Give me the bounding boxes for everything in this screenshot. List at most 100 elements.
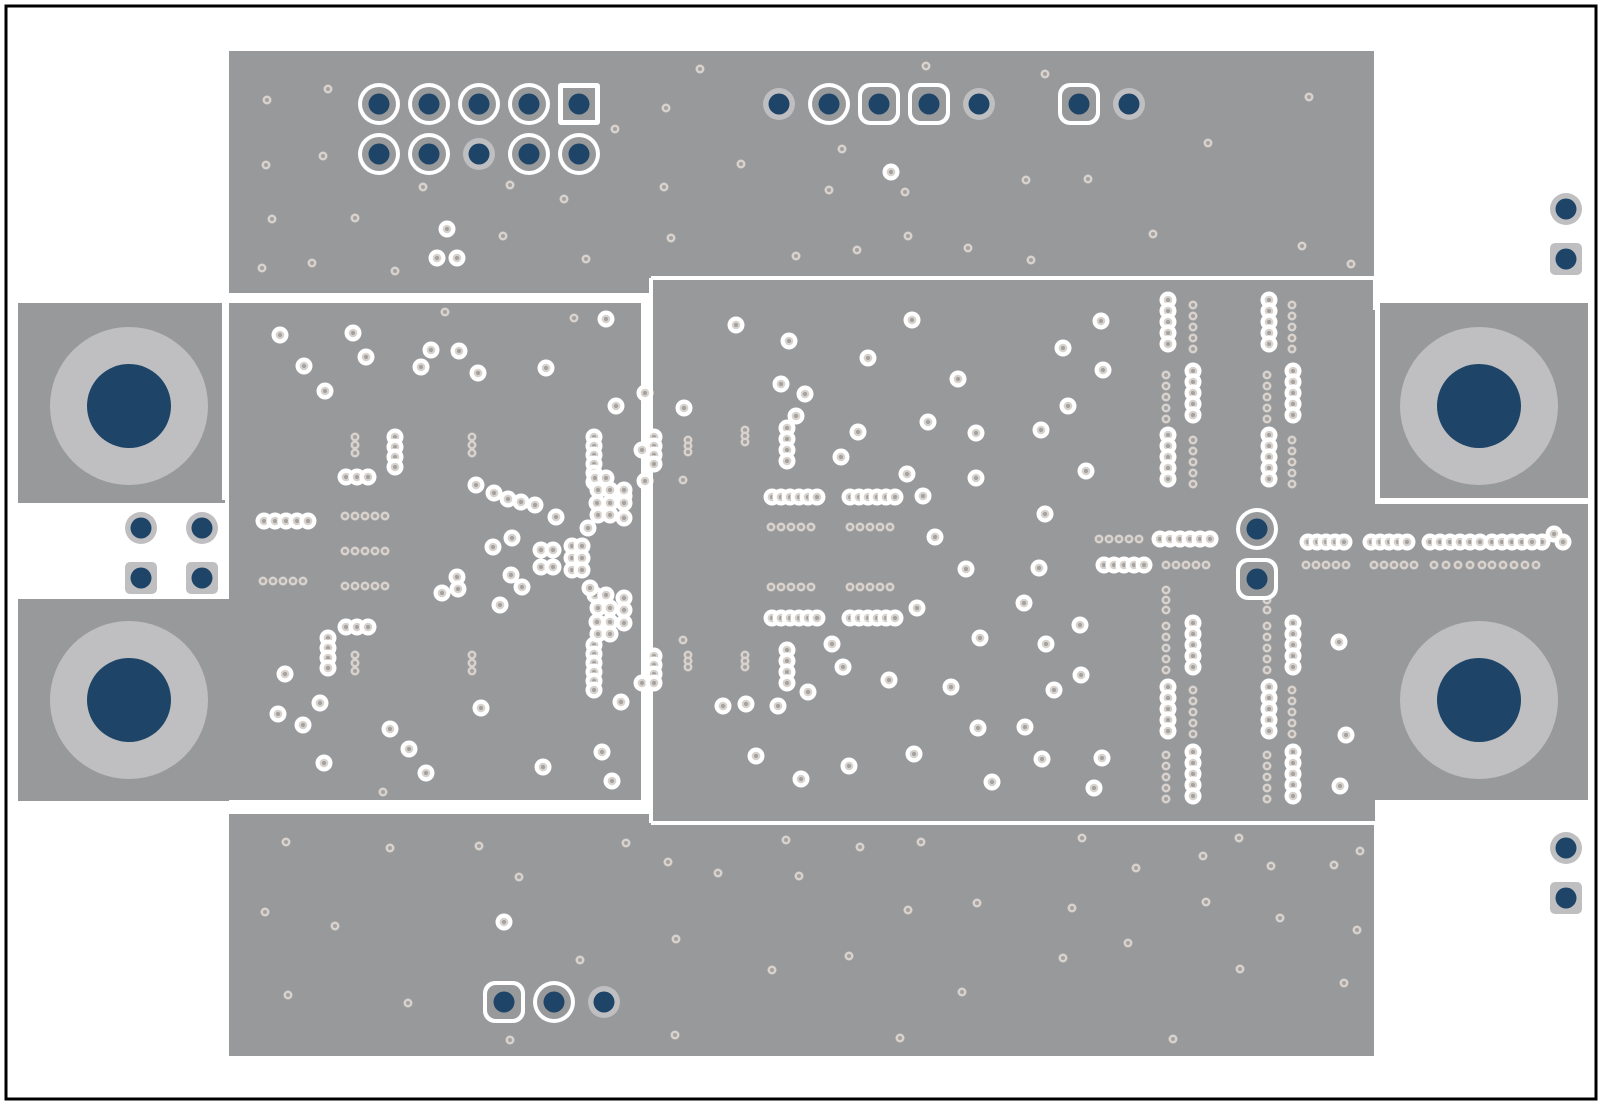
plated-via-hole — [1190, 653, 1196, 659]
plated-via-hole — [1190, 771, 1196, 777]
stitching-via-hole — [260, 266, 264, 270]
stitching-via-hole — [321, 154, 325, 158]
stitching-via-hole — [1164, 797, 1168, 801]
stitching-via-hole — [1444, 563, 1448, 567]
mounting-hole-drill — [87, 658, 171, 742]
plated-via-hole — [418, 364, 424, 370]
plated-via-hole — [428, 347, 434, 353]
plated-via-hole — [1266, 454, 1272, 460]
plated-via-hole — [321, 760, 327, 766]
stitching-via-hole — [1171, 1037, 1175, 1041]
stitching-via-hole — [1164, 635, 1168, 639]
stitching-via-hole — [743, 428, 747, 432]
plated-via-hole — [1290, 760, 1296, 766]
plated-via-hole — [855, 429, 861, 435]
plated-via-hole — [784, 647, 790, 653]
stitching-via-hole — [1265, 384, 1269, 388]
plated-via-hole — [846, 763, 852, 769]
stitching-via-hole — [1501, 563, 1505, 567]
stitching-via-hole — [1334, 563, 1338, 567]
plated-via-hole — [784, 436, 790, 442]
plated-via-hole — [621, 487, 627, 493]
drill-hole — [418, 93, 440, 115]
stitching-via-hole — [477, 844, 481, 848]
stitching-via-hole — [809, 585, 813, 589]
plated-via-hole — [1519, 539, 1525, 545]
plated-via-hole — [325, 665, 331, 671]
plated-via-hole — [1100, 367, 1106, 373]
plated-via-hole — [911, 751, 917, 757]
stitching-via-hole — [353, 661, 357, 665]
plated-via-hole — [603, 316, 609, 322]
plated-via-hole — [1190, 793, 1196, 799]
square-pad — [1236, 558, 1278, 600]
plated-via-hole — [1404, 539, 1410, 545]
stitching-via-hole — [1265, 657, 1269, 661]
stitching-via-hole — [1164, 395, 1168, 399]
plated-via-hole — [904, 471, 910, 477]
plated-via-hole — [1290, 401, 1296, 407]
plated-via-hole — [973, 475, 979, 481]
plated-via-hole — [1437, 539, 1443, 545]
plated-via-hole — [1197, 536, 1203, 542]
stitching-via-hole — [1265, 753, 1269, 757]
plated-via-hole — [283, 518, 289, 524]
plated-via-hole — [639, 447, 645, 453]
stitching-via-hole — [1512, 563, 1516, 567]
plated-via-hole — [607, 619, 613, 625]
copper-region-bottom — [229, 814, 1374, 1056]
stitching-via-hole — [1164, 646, 1168, 650]
stitching-via-hole — [1290, 699, 1294, 703]
stitching-via-hole — [1265, 373, 1269, 377]
plated-via-hole — [282, 671, 288, 677]
plated-via-hole — [1021, 600, 1027, 606]
stitching-via-hole — [584, 257, 588, 261]
plated-via-hole — [753, 753, 759, 759]
plated-via-hole — [538, 547, 544, 553]
stitching-via-hole — [666, 860, 670, 864]
stitching-via-hole — [1043, 72, 1047, 76]
plated-via-hole — [550, 564, 556, 570]
stitching-via-hole — [903, 190, 907, 194]
stitching-via-hole — [1191, 336, 1195, 340]
stitching-via-hole — [517, 875, 521, 879]
square-pad — [1058, 83, 1100, 125]
plated-via-hole — [579, 555, 585, 561]
plated-via-hole — [603, 475, 609, 481]
plated-via-hole — [621, 595, 627, 601]
mounting-hole-layer — [50, 327, 1558, 779]
stitching-via-hole — [1412, 563, 1416, 567]
stitching-via-hole — [1164, 384, 1168, 388]
stitching-via-hole — [743, 659, 747, 663]
drill-hole — [593, 991, 615, 1013]
stitching-via-hole — [264, 163, 268, 167]
plated-via-hole — [1022, 724, 1028, 730]
stitching-via-hole — [1290, 347, 1294, 351]
stitching-via-hole — [1265, 624, 1269, 628]
stitching-via-hole — [1534, 563, 1538, 567]
plated-via-hole — [892, 615, 898, 621]
stitching-via-hole — [383, 549, 387, 553]
copper-region-center — [651, 278, 1375, 824]
stitching-via-hole — [1290, 710, 1294, 714]
plated-via-hole — [1165, 330, 1171, 336]
stitching-via-hole — [743, 665, 747, 669]
stitching-via-hole — [1191, 460, 1195, 464]
plated-via-hole — [651, 680, 657, 686]
stitching-via-hole — [1137, 537, 1141, 541]
plated-via-hole — [423, 770, 429, 776]
plated-via-hole — [798, 776, 804, 782]
stitching-via-hole — [383, 584, 387, 588]
plated-via-hole — [1131, 562, 1137, 568]
round-pad — [763, 88, 795, 120]
stitching-via-hole — [868, 525, 872, 529]
drill-hole — [1555, 837, 1577, 859]
stitching-via-hole — [1265, 668, 1269, 672]
drill-hole — [468, 93, 490, 115]
drill-hole — [1555, 887, 1577, 909]
round-pad — [1236, 508, 1278, 550]
plated-via-hole — [778, 381, 784, 387]
drill-hole — [130, 567, 152, 589]
plated-via-layer — [255, 163, 1572, 931]
mounting-hole-icon — [1400, 621, 1558, 779]
